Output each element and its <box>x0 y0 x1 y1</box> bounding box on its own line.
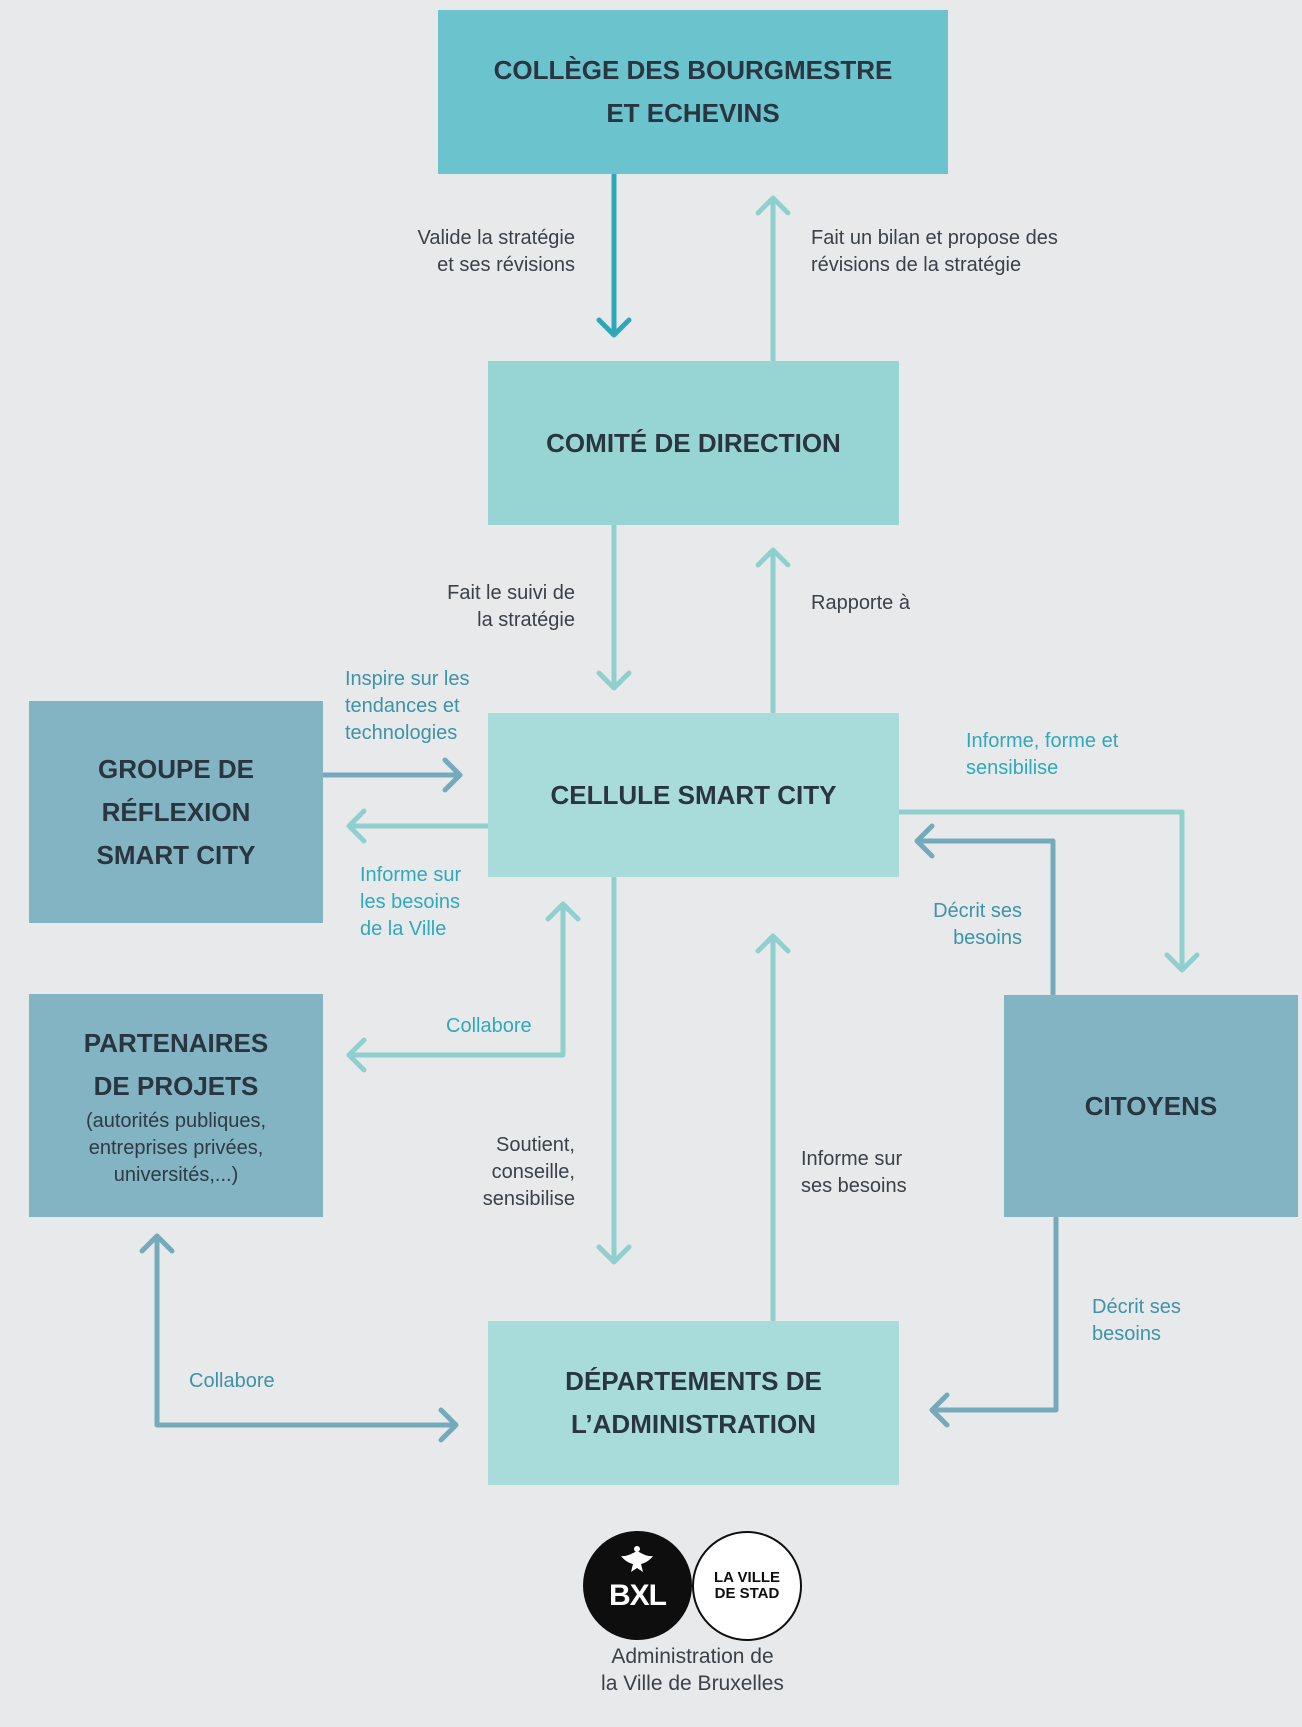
departements-line1: DÉPARTEMENTS DE <box>565 1366 822 1396</box>
arrow-inspire <box>320 757 463 793</box>
label-soutient-line1: Soutient, <box>496 1134 575 1156</box>
label-suivi-line2: la stratégie <box>477 609 575 631</box>
label-bilan-line1: Fait un bilan et propose des <box>811 227 1058 249</box>
label-soutient-line2: conseille, <box>491 1161 575 1183</box>
label-soutient-line3: sensibilise <box>482 1188 575 1210</box>
label-decrit-2-line2: besoins <box>1092 1323 1161 1345</box>
label-informe-ville-line2: les besoins <box>360 891 461 913</box>
label-informe-ville: Informe sur les besoins de la Ville <box>360 862 461 943</box>
angel-icon <box>621 1546 653 1572</box>
groupe-line3: SMART CITY <box>96 839 256 870</box>
groupe-line2: RÉFLEXION <box>101 796 251 827</box>
arrow-informe-ville <box>346 808 491 844</box>
partenaires-box: PARTENAIRES DE PROJETS (autorités publiq… <box>29 994 323 1217</box>
logo-stad-line2: DE STAD <box>714 1585 780 1602</box>
label-inspire-line2: tendances et <box>345 695 460 717</box>
cellule-box: CELLULE SMART CITY <box>488 713 899 877</box>
label-collabore-2: Collabore <box>189 1368 275 1395</box>
citoyens-line1: CITOYENS <box>1084 1090 1218 1121</box>
label-informe-ville-line3: de la Ville <box>360 918 447 940</box>
citoyens-box: CITOYENS <box>1004 995 1298 1217</box>
arrow-rapporte <box>755 547 791 715</box>
logo-stad-circle: LA VILLE DE STAD <box>692 1531 802 1641</box>
departements-box: DÉPARTEMENTS DE L’ADMINISTRATION <box>488 1321 899 1485</box>
label-rapporte: Rapporte à <box>811 590 910 617</box>
label-inspire-line1: Inspire sur les <box>345 668 470 690</box>
label-decrit-1: Décrit ses besoins <box>933 898 1022 952</box>
partenaires-sub1: (autorités publiques, <box>85 1110 267 1132</box>
label-suivi-line1: Fait le suivi de <box>447 582 575 604</box>
logo-stad-line1: LA VILLE <box>713 1569 781 1586</box>
label-collabore-1-line1: Collabore <box>446 1015 532 1037</box>
label-informe-forme-line1: Informe, forme et <box>966 730 1119 752</box>
logo-caption: Administration de la Ville de Bruxelles <box>540 1643 845 1697</box>
label-collabore-2-line1: Collabore <box>189 1370 275 1392</box>
label-informe-forme-line2: sensibilise <box>966 757 1059 779</box>
arrow-collabore-2 <box>139 1233 459 1443</box>
comite-box: COMITÉ DE DIRECTION <box>488 361 899 525</box>
cellule-line1: CELLULE SMART CITY <box>550 779 837 810</box>
groupe-box: GROUPE DE RÉFLEXION SMART CITY <box>29 701 323 923</box>
partenaires-sub2: entreprises privées, <box>88 1137 264 1159</box>
label-soutient: Soutient, conseille, sensibilise <box>483 1132 575 1213</box>
label-valide: Valide la stratégie et ses révisions <box>418 225 576 279</box>
departements-line2: L’ADMINISTRATION <box>570 1409 817 1439</box>
label-valide-line1: Valide la stratégie <box>417 227 576 249</box>
arrow-informe-forme <box>895 809 1200 973</box>
caption-line1: Administration de <box>611 1645 774 1668</box>
label-informe-ville-line1: Informe sur <box>360 864 462 886</box>
label-bilan-line2: révisions de la stratégie <box>811 254 1022 276</box>
label-collabore-1: Collabore <box>446 1013 532 1040</box>
label-inspire: Inspire sur les tendances et technologie… <box>345 666 470 747</box>
arrow-decrit-2 <box>929 1215 1059 1428</box>
college-line2: ET ECHEVINS <box>606 98 780 128</box>
arrow-bilan <box>755 195 791 363</box>
bxl-logo: BXL LA VILLE DE STAD <box>583 1531 803 1643</box>
college-line1: COLLÈGE DES BOURGMESTRE <box>493 55 893 85</box>
partenaires-sub3: universités,...) <box>113 1164 239 1186</box>
label-bilan: Fait un bilan et propose des révisions d… <box>811 225 1058 279</box>
label-informe-besoins-line2: ses besoins <box>801 1175 907 1197</box>
label-informe-besoins-line1: Informe sur <box>801 1148 903 1170</box>
label-informe-besoins: Informe sur ses besoins <box>801 1146 907 1200</box>
arrow-decrit-1 <box>914 823 1056 997</box>
college-box: COLLÈGE DES BOURGMESTRE ET ECHEVINS <box>438 10 948 174</box>
label-rapporte-line1: Rapporte à <box>811 592 910 614</box>
logo-bxl-text: BXL <box>609 1579 667 1612</box>
partenaires-line1: PARTENAIRES <box>83 1028 269 1058</box>
arrow-valide <box>596 171 632 338</box>
partenaires-line2: DE PROJETS <box>93 1071 259 1101</box>
label-informe-forme: Informe, forme et sensibilise <box>966 728 1118 782</box>
arrow-soutient <box>596 875 632 1265</box>
groupe-line1: GROUPE DE <box>97 753 255 784</box>
arrow-informe-besoins <box>755 933 791 1323</box>
label-suivi: Fait le suivi de la stratégie <box>447 580 575 634</box>
label-decrit-2: Décrit ses besoins <box>1092 1294 1181 1348</box>
logo-bxl-circle: BXL <box>583 1531 692 1640</box>
comite-line1: COMITÉ DE DIRECTION <box>546 427 841 458</box>
label-valide-line2: et ses révisions <box>437 254 575 276</box>
arrow-collabore-1 <box>346 901 581 1073</box>
caption-line2: la Ville de Bruxelles <box>601 1672 784 1695</box>
label-decrit-1-line2: besoins <box>953 927 1022 949</box>
arrow-suivi <box>596 523 632 691</box>
label-inspire-line3: technologies <box>345 722 458 744</box>
label-decrit-2-line1: Décrit ses <box>1092 1296 1181 1318</box>
label-decrit-1-line1: Décrit ses <box>933 900 1022 922</box>
